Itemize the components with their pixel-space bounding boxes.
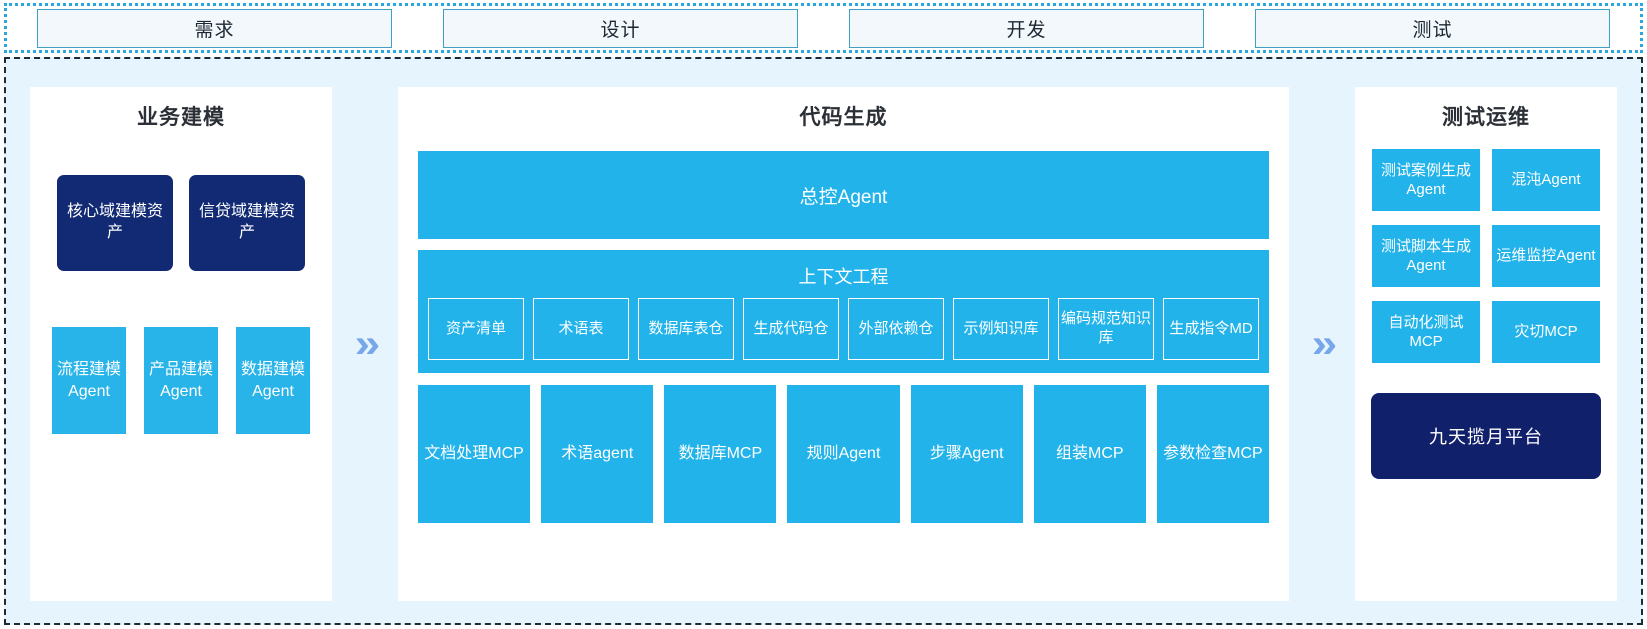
asset-label: 信贷域建模资产 [198,203,295,241]
context-item-generated-code-repo[interactable]: 生成代码仓 [743,298,839,360]
context-item-label: 数据库表仓 [648,319,724,337]
tool-label: 组装MCP [1055,445,1124,463]
context-item-glossary[interactable]: 术语表 [533,298,629,360]
test-ops-grid: 测试案例生成Agent 混沌Agent 测试脚本生成Agent 运维监控Agen… [1372,149,1600,363]
phase-label: 设计 [600,19,641,41]
platform-box-jiutian-lanyue[interactable]: 九天揽月平台 [1371,393,1601,479]
agent-box-product-modeling[interactable]: 产品建模Agent [144,327,218,434]
context-item-example-knowledge-base[interactable]: 示例知识库 [953,298,1049,360]
modeling-agent-row: 流程建模Agent 产品建模Agent 数据建模Agent [52,327,310,434]
test-ops-label: 测试脚本生成Agent [1380,237,1471,275]
tool-box-step-agent[interactable]: 步骤Agent [910,385,1023,523]
asset-box-credit-domain[interactable]: 信贷域建模资产 [189,175,305,271]
tool-box-glossary-agent[interactable]: 术语agent [541,385,654,523]
tool-box-assembly-mcp[interactable]: 组装MCP [1033,385,1146,523]
panel-title: 代码生成 [799,106,888,129]
main-area: 业务建模 核心域建模资产 信贷域建模资产 流程建模Agent 产品建模Agent… [4,57,1643,625]
context-item-label: 生成指令MD [1169,319,1253,337]
asset-label: 核心域建模资产 [66,203,163,241]
test-ops-box-chaos-agent[interactable]: 混沌Agent [1492,149,1600,211]
business-asset-row: 核心域建模资产 信贷域建模资产 [57,175,305,271]
panel-title: 业务建模 [137,106,225,129]
context-item-coding-standard-knowledge-base[interactable]: 编码规范知识库 [1058,298,1154,360]
test-ops-label: 灾切MCP [1514,323,1578,341]
test-ops-label: 自动化测试MCP [1388,313,1464,351]
agent-label: 流程建模Agent [56,360,121,400]
context-engineering-title: 上下文工程 [798,267,889,287]
panel-code-generation: 代码生成 总控Agent 上下文工程 资产清单 术语表 [398,87,1289,601]
phase-strip: 需求 设计 开发 测试 [4,3,1643,53]
phase-label: 需求 [194,19,235,41]
context-items-row: 资产清单 术语表 数据库表仓 生成代码仓 外部依赖仓 [428,298,1259,360]
phase-label: 测试 [1412,19,1453,41]
platform-label: 九天揽月平台 [1429,427,1543,447]
flow-arrow-right: » [1289,87,1355,601]
agent-label: 产品建模Agent [148,360,213,400]
test-ops-label: 运维监控Agent [1496,247,1596,265]
phase-box-testing[interactable]: 测试 [1255,8,1610,48]
tool-label: 数据库MCP [678,445,763,463]
tool-row: 文档处理MCP 术语agent 数据库MCP 规则Agent 步骤Agent [418,385,1269,523]
double-chevron-right-icon: » [354,322,381,366]
context-item-label: 生成代码仓 [753,319,829,337]
panel-title: 测试运维 [1442,106,1530,129]
flow-arrow-left: » [332,87,398,601]
context-item-label: 外部依赖仓 [858,319,934,337]
tool-box-parameter-check-mcp[interactable]: 参数检查MCP [1156,385,1269,523]
tool-box-document-processing-mcp[interactable]: 文档处理MCP [418,385,531,523]
tool-label: 术语agent [561,445,634,463]
phase-box-development[interactable]: 开发 [849,8,1204,48]
context-item-db-table-repo[interactable]: 数据库表仓 [638,298,734,360]
tool-box-database-mcp[interactable]: 数据库MCP [664,385,777,523]
test-ops-label: 混沌Agent [1511,171,1581,189]
test-ops-box-disaster-switch-mcp[interactable]: 灾切MCP [1492,301,1600,363]
test-ops-box-test-script-generation-agent[interactable]: 测试脚本生成Agent [1372,225,1480,287]
tool-box-rule-agent[interactable]: 规则Agent [787,385,900,523]
test-ops-label: 测试案例生成Agent [1380,161,1471,199]
test-ops-box-ops-monitoring-agent[interactable]: 运维监控Agent [1492,225,1600,287]
panel-business-modeling: 业务建模 核心域建模资产 信贷域建模资产 流程建模Agent 产品建模Agent… [30,87,332,601]
tool-label: 规则Agent [806,445,881,463]
phase-label: 开发 [1006,19,1047,41]
agent-box-process-modeling[interactable]: 流程建模Agent [52,327,126,434]
context-item-asset-list[interactable]: 资产清单 [428,298,524,360]
tool-label: 步骤Agent [929,445,1004,463]
panel-test-operations: 测试运维 测试案例生成Agent 混沌Agent 测试脚本生成Agent 运维监… [1355,87,1617,601]
context-item-generation-instruction-md[interactable]: 生成指令MD [1163,298,1259,360]
context-item-label: 编码规范知识库 [1061,310,1152,346]
asset-box-core-domain[interactable]: 核心域建模资产 [57,175,173,271]
context-engineering-block: 上下文工程 资产清单 术语表 数据库表仓 生成代码仓 [418,250,1269,373]
master-agent-bar[interactable]: 总控Agent [418,151,1269,239]
phase-box-design[interactable]: 设计 [443,8,798,48]
master-agent-label: 总控Agent [799,186,888,208]
phase-box-requirements[interactable]: 需求 [37,8,392,48]
tool-label: 参数检查MCP [1163,445,1263,463]
context-item-label: 示例知识库 [963,319,1039,337]
code-generation-body: 总控Agent 上下文工程 资产清单 术语表 数据库表仓 [398,131,1289,523]
agent-label: 数据建模Agent [240,360,305,400]
context-item-label: 资产清单 [445,319,506,337]
double-chevron-right-icon: » [1311,322,1338,366]
test-ops-box-automated-test-mcp[interactable]: 自动化测试MCP [1372,301,1480,363]
tool-label: 文档处理MCP [424,445,524,463]
agent-box-data-modeling[interactable]: 数据建模Agent [236,327,310,434]
context-item-label: 术语表 [558,319,604,337]
test-ops-box-test-case-generation-agent[interactable]: 测试案例生成Agent [1372,149,1480,211]
context-item-external-dependency-repo[interactable]: 外部依赖仓 [848,298,944,360]
